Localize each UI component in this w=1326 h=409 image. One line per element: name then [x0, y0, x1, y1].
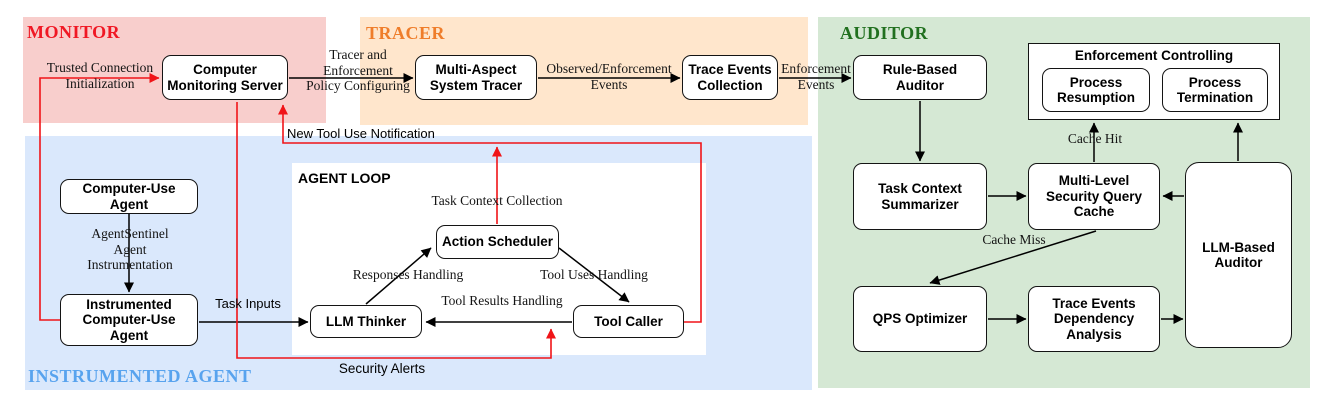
label-tracer-policy: Tracer and Enforcement Policy Configurin…	[306, 47, 410, 93]
label-new-tool-use-notification: New Tool Use Notification	[287, 126, 435, 141]
node-task-context-summarizer: Task Context Summarizer	[853, 163, 987, 230]
label-cache-miss: Cache Miss	[982, 232, 1046, 247]
tracer-region-title: TRACER	[366, 23, 446, 43]
monitor-region-title: MONITOR	[27, 22, 121, 42]
node-computer-monitoring-server: Computer Monitoring Server	[162, 55, 288, 100]
node-instrumented-computer-use-agent: Instrumented Computer-Use Agent	[60, 294, 198, 346]
enforcement-controlling-title: Enforcement Controlling	[1074, 48, 1234, 63]
label-security-alerts: Security Alerts	[338, 361, 426, 376]
node-multi-aspect-system-tracer: Multi-Aspect System Tracer	[415, 55, 537, 100]
node-tool-caller: Tool Caller	[573, 305, 684, 338]
label-task-inputs: Task Inputs	[215, 296, 281, 311]
label-responses-handling: Responses Handling	[352, 267, 464, 282]
label-tool-results-handling: Tool Results Handling	[441, 293, 563, 308]
label-tool-uses-handling: Tool Uses Handling	[540, 267, 648, 282]
node-process-resumption: Process Resumption	[1042, 68, 1150, 112]
node-qps-optimizer: QPS Optimizer	[853, 286, 987, 352]
node-rule-based-auditor: Rule-Based Auditor	[853, 55, 987, 100]
label-task-context-collection: Task Context Collection	[431, 193, 563, 208]
label-cache-hit: Cache Hit	[1067, 131, 1123, 146]
label-enforcement-events: Enforcement Events	[781, 61, 851, 92]
node-process-termination: Process Termination	[1162, 68, 1268, 112]
node-llm-based-auditor: LLM-Based Auditor	[1185, 162, 1292, 348]
label-agentsentinel-instrumentation: AgentSentinel Agent Instrumentation	[87, 226, 173, 272]
node-trace-events-dependency-analysis: Trace Events Dependency Analysis	[1028, 286, 1160, 352]
label-trusted-connection: Trusted Connection Initialization	[46, 60, 154, 91]
node-trace-events-collection: Trace Events Collection	[682, 55, 778, 100]
node-llm-thinker: LLM Thinker	[310, 305, 422, 338]
agent-loop-title: AGENT LOOP	[298, 170, 391, 186]
node-multi-level-security-query-cache: Multi-Level Security Query Cache	[1028, 163, 1160, 230]
auditor-region-title: AUDITOR	[840, 23, 929, 43]
instrumented-agent-region-title: INSTRUMENTED AGENT	[28, 366, 252, 386]
node-action-scheduler: Action Scheduler	[436, 225, 559, 259]
node-computer-use-agent: Computer-Use Agent	[60, 179, 198, 214]
label-observed-events: Observed/Enforcement Events	[546, 61, 672, 92]
